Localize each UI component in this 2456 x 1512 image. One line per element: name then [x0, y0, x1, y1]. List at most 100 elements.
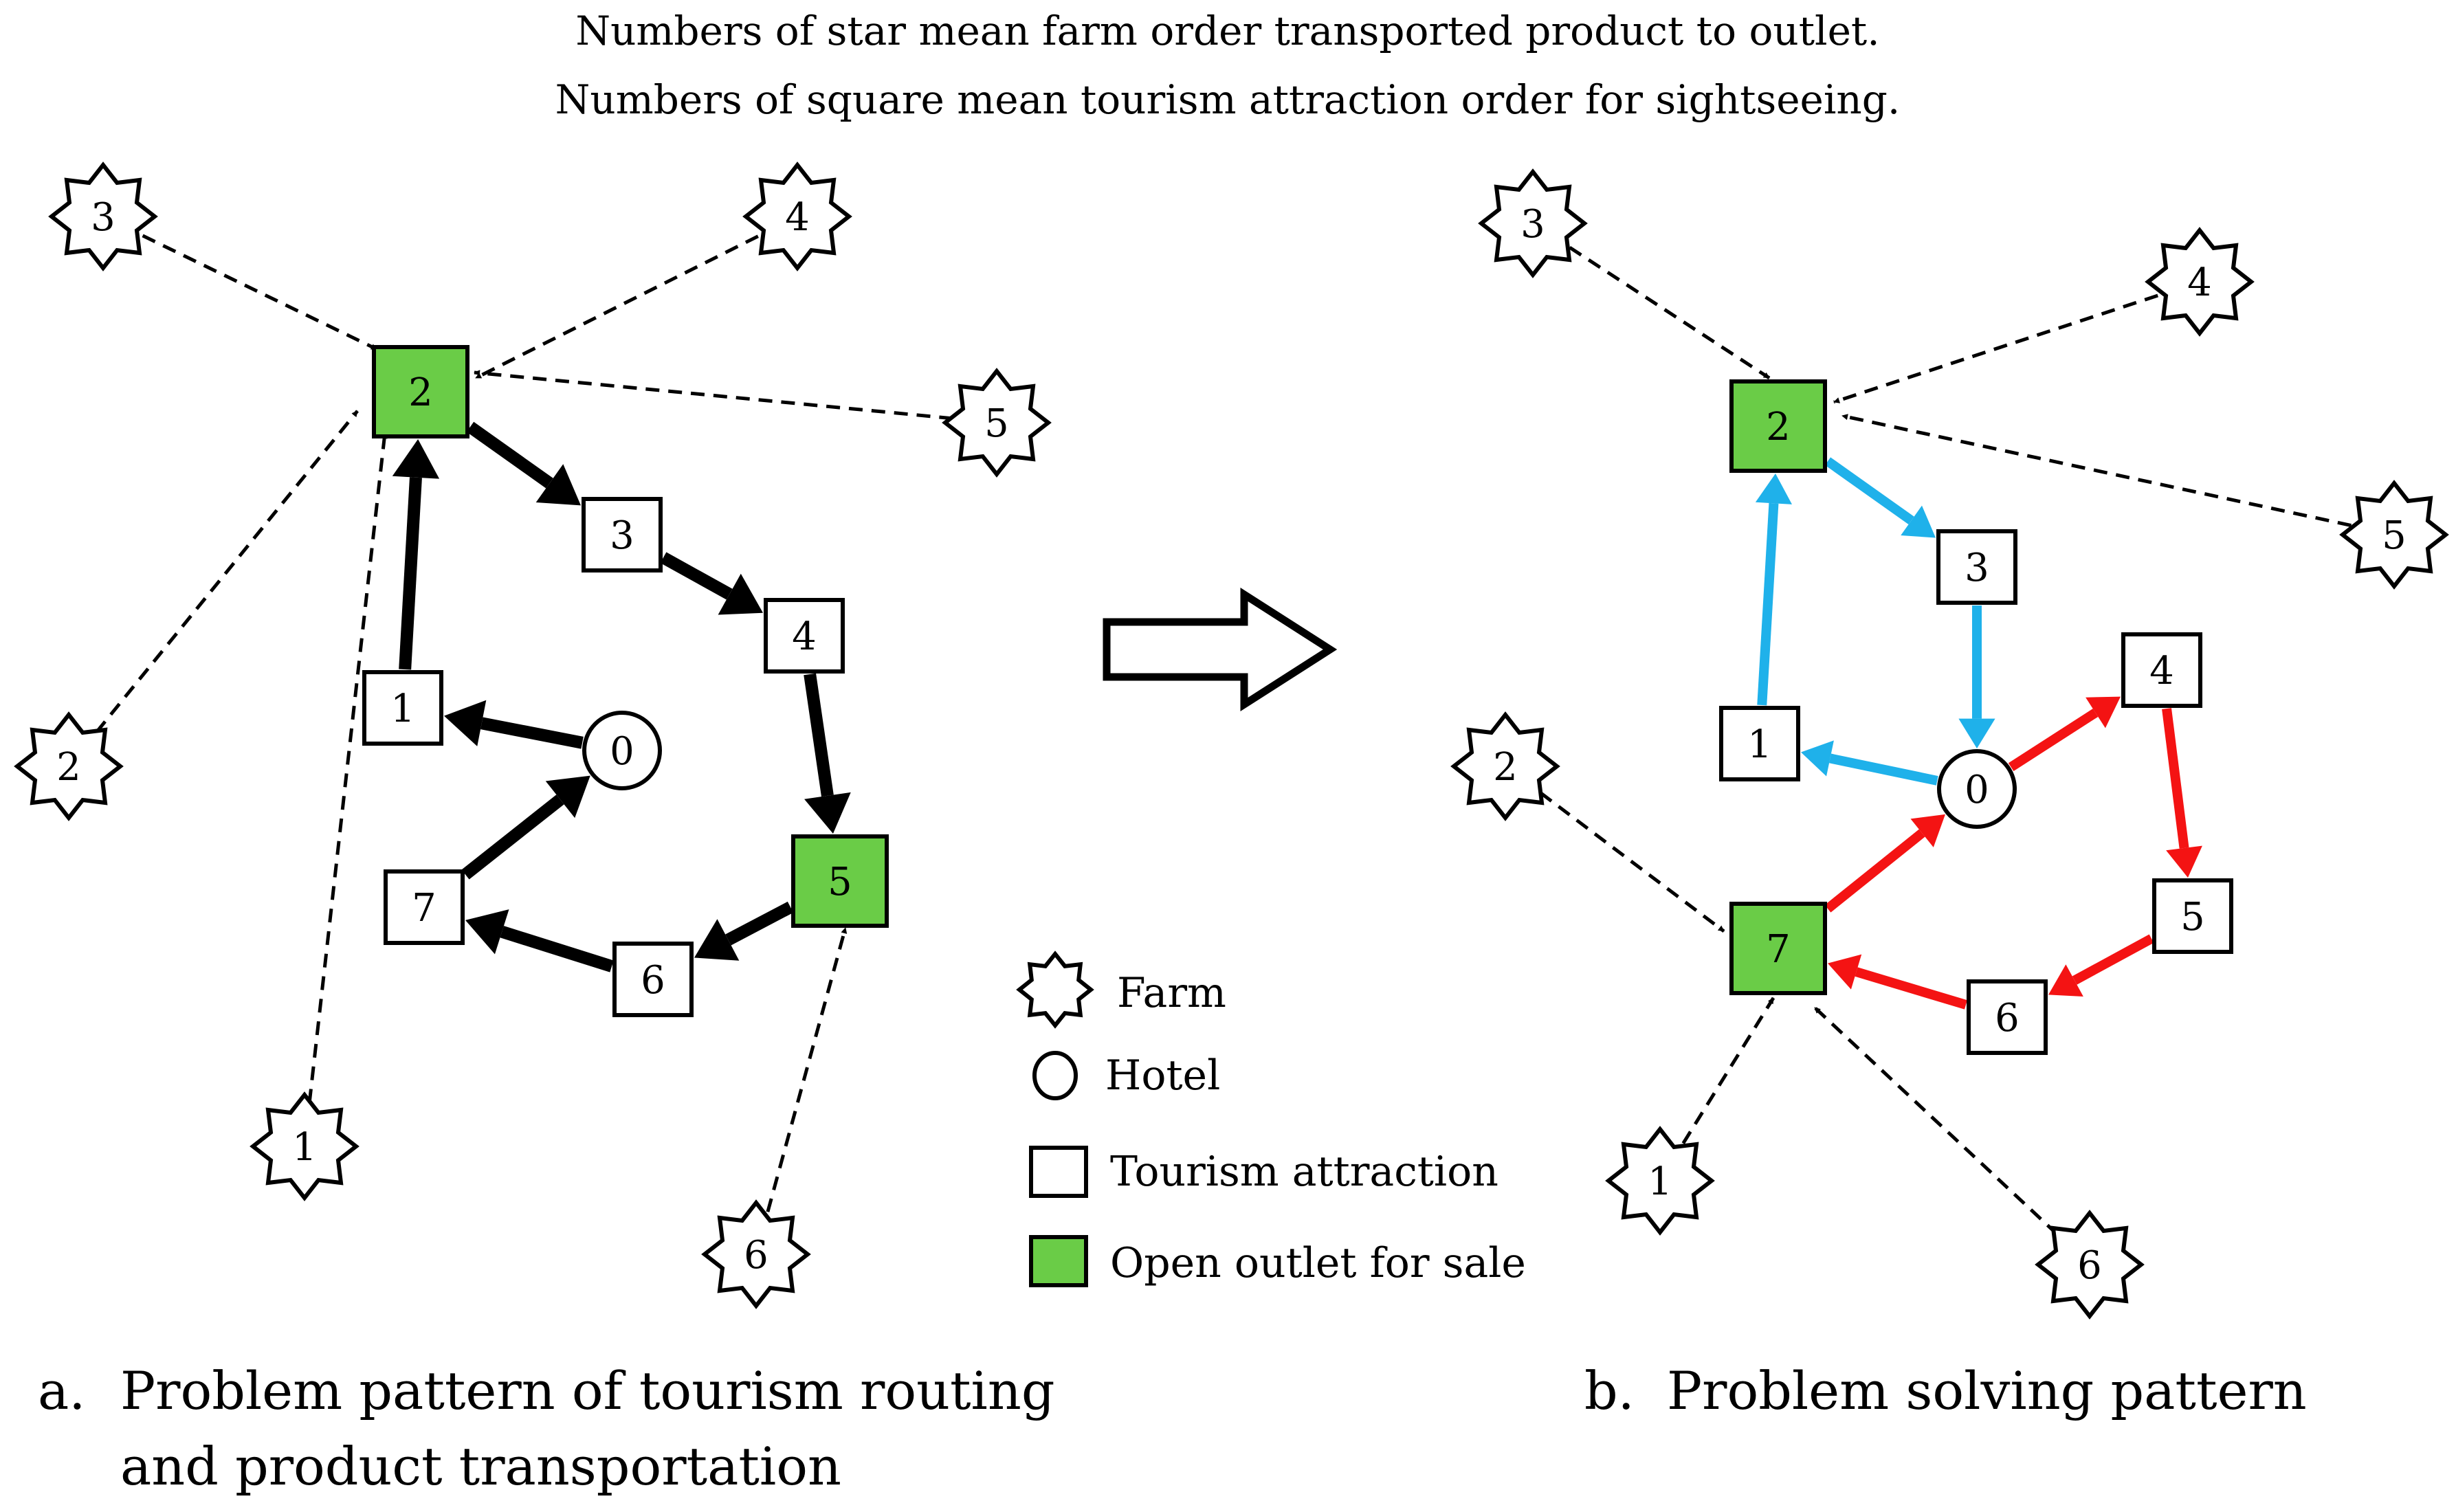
panel-a-route-black-3-to-4: [660, 552, 763, 615]
legend-attraction-label: Tourism attraction: [1110, 1148, 1498, 1196]
panel-b-farm-2-label: 2: [1493, 745, 1518, 790]
panel-a-farm-4-link: [474, 234, 759, 380]
panel-a-attraction-4-label: 4: [792, 614, 817, 659]
header-line-1: Numbers of star mean farm order transpor…: [575, 8, 1879, 54]
panel-a-farm-5-star-icon: [942, 368, 1052, 478]
panel-a-farm-5-label: 5: [984, 401, 1009, 446]
panel-a-farm-2-star-icon: [14, 711, 124, 821]
panel-a-hotel-label: 0: [610, 729, 634, 774]
panel-b-farm-5-link: [1841, 414, 2352, 527]
panel-a-route-black-0-to-1: [444, 700, 584, 749]
header-line-2: Numbers of square mean tourism attractio…: [555, 76, 1901, 123]
panel-b-edges: [1539, 245, 2352, 1236]
panel-b-attraction-5-node: [2152, 878, 2233, 954]
panel-b-attraction-2-label: 2: [1766, 405, 1791, 449]
panel-b-attraction-1-label: 1: [1747, 722, 1772, 767]
panel-b-hotel-node: [1937, 749, 2017, 829]
panel-b-farm-4-star-icon: [2145, 227, 2255, 337]
panel-a-route-black-4-to-5: [804, 673, 851, 834]
panel-a-attraction-2-node: [372, 345, 469, 438]
panel-b-attraction-5-label: 5: [2180, 895, 2205, 940]
panel-b-hotel-label: 0: [1965, 768, 1989, 812]
panel-b-farm-1-link: [1681, 997, 1775, 1144]
caption-b-line-1: Problem solving pattern: [1667, 1360, 2307, 1421]
panel-b-route-red-4-to-5: [2162, 708, 2202, 878]
caption-b-prefix: b.: [1584, 1360, 1635, 1421]
panel-a-route-black-5-to-6: [694, 901, 794, 961]
panel-b-attraction-3-label: 3: [1965, 546, 1989, 590]
panel-b-route-blue-2-to-3: [1824, 457, 1936, 538]
panel-a-edges: [95, 234, 953, 1212]
panel-b-farm-5-label: 5: [2382, 513, 2407, 558]
panel-b-farm-1-star-icon: [1605, 1126, 1715, 1236]
panel-a-attraction-4-node: [764, 598, 845, 674]
panel-b-farm-3-link: [1569, 245, 1771, 380]
transition-arrow-icon: [1103, 587, 1338, 712]
panel-b-attraction-6-node: [1967, 979, 2048, 1055]
legend-farm-icon: [1016, 950, 1094, 1029]
panel-a-route-black-2-to-3: [466, 421, 581, 506]
panel-a-farm-6-star-icon: [701, 1199, 811, 1309]
panel-b: 0 1 2 3 4 5 6 7 1 2 3 4 5 6: [1450, 168, 2449, 1320]
panel-a-attraction-6-node: [612, 942, 694, 1017]
panel-a-attraction-2-label: 2: [408, 370, 433, 415]
panel-a-farm-1-link: [307, 432, 388, 1103]
panel-b-farm-5-star-icon: [2339, 480, 2449, 590]
panel-b-route-red-6-to-7: [1828, 954, 1968, 1010]
legend-farm-label: Farm: [1117, 969, 1226, 1017]
panel-a-attraction-1-label: 1: [390, 687, 415, 731]
panel-b-attraction-4-node: [2121, 632, 2202, 708]
legend-outlet-label: Open outlet for sale: [1110, 1239, 1526, 1287]
panel-a-farm-2-label: 2: [56, 745, 81, 790]
panel-a-farm-6-label: 6: [744, 1233, 768, 1278]
panel-a-farm-2-link: [95, 410, 359, 733]
panel-b-route-red-5-to-6: [2048, 934, 2154, 997]
panel-a-farm-4-label: 4: [785, 195, 810, 240]
legend-outlet-icon: [1029, 1235, 1088, 1287]
panel-b-farm-4-label: 4: [2187, 260, 2212, 305]
panel-b-route-blue-3-to-0: [1958, 605, 1995, 748]
panel-a-farm-3-link: [142, 234, 378, 351]
panel-b-attraction-7-label: 7: [1766, 927, 1791, 972]
panel-a-attraction-7-node: [384, 869, 465, 945]
panel-b-farm-2-link: [1539, 791, 1725, 933]
panel-b-attraction-7-node: [1729, 902, 1827, 995]
panel-a-farm-1-star-icon: [250, 1091, 359, 1201]
panel-a-farm-4-star-icon: [742, 162, 852, 271]
panel-b-route-red-0-to-4: [2008, 696, 2121, 771]
panel-a-attraction-6-label: 6: [641, 958, 665, 1003]
panel-b-attraction-1-node: [1719, 706, 1800, 781]
panel-b-route-blue-0-to-1: [1801, 740, 1938, 786]
panel-a-farm-3-star-icon: [48, 162, 158, 271]
panel-a-route-black-7-to-0: [461, 775, 590, 880]
panel-b-nodes: 0 1 2 3 4 5 6 7 1 2 3 4 5 6: [1450, 168, 2449, 1320]
panel-a-route-black-6-to-7: [465, 909, 614, 972]
panel-b-farm-4-link: [1833, 293, 2158, 404]
panel-b-farm-6-link: [1813, 1006, 2059, 1236]
panel-a-route-black-1-to-2: [392, 439, 440, 670]
panel-a-hotel-node: [582, 711, 662, 790]
panel-b-farm-6-label: 6: [2077, 1243, 2102, 1288]
panel-b-attraction-4-label: 4: [2149, 649, 2174, 693]
panel-b-farm-6-star-icon: [2035, 1210, 2145, 1320]
panel-a-attraction-3-node: [582, 497, 663, 572]
panel-b-farm-3-label: 3: [1520, 202, 1545, 247]
legend-hotel-label: Hotel: [1105, 1052, 1220, 1100]
panel-a-farm-5-link: [474, 370, 953, 421]
panel-a-farm-6-link: [766, 927, 848, 1212]
panel-b-farm-1-label: 1: [1648, 1159, 1672, 1204]
caption-a-line-2: and product transportation: [120, 1436, 841, 1497]
panel-a-attraction-7-label: 7: [412, 886, 436, 931]
panel-b-route-blue-1-to-2: [1755, 474, 1792, 706]
caption-a-line-1: Problem pattern of tourism routing: [120, 1360, 1054, 1421]
panel-a-farm-3-label: 3: [91, 195, 115, 240]
legend-hotel-icon: [1032, 1051, 1078, 1100]
panel-a-farm-1-label: 1: [292, 1125, 317, 1170]
panel-b-attraction-6-label: 6: [1995, 996, 2020, 1041]
panel-b-farm-2-star-icon: [1450, 711, 1560, 821]
panel-b-attraction-2-node: [1729, 379, 1827, 473]
panel-b-attraction-3-node: [1936, 529, 2017, 605]
